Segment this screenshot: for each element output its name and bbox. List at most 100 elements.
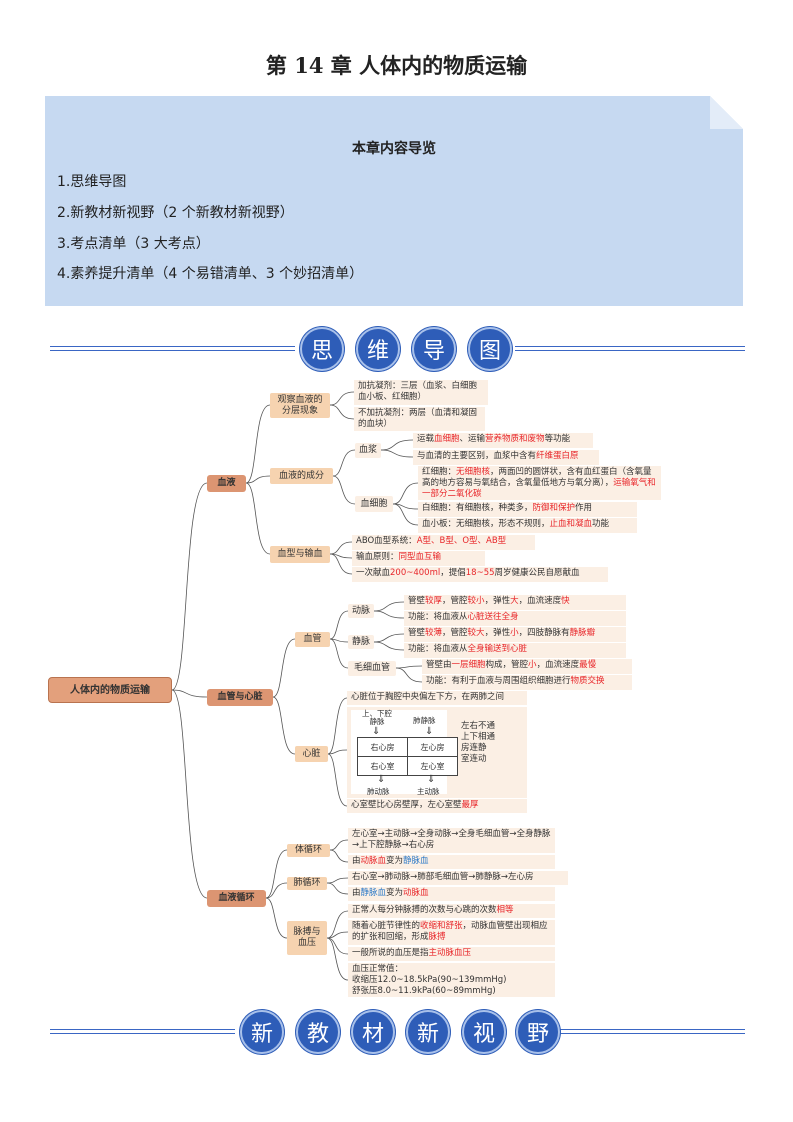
arrow-down-icon: ⇓ [377,774,386,785]
banner-line [560,1029,745,1034]
node-vein: 静脉 [348,635,374,649]
leaf: 左心室→主动脉→全身动脉→全身毛细血管→全身静脉→上下腔静脉→右心房 [348,828,555,853]
connector-line [265,882,288,899]
banner-char: 教 [296,1010,340,1054]
connector-line [326,910,349,939]
connector-line [373,610,405,619]
connector-line [392,503,419,526]
right-ventricle: 右心室 [357,756,408,776]
text-segment: 功能：将血液从 [408,644,468,654]
connector-line [329,541,353,555]
text-segment: 左心室→主动脉→全身动脉→全身毛细血管→全身静脉→上下腔静脉→右心房 [352,829,551,850]
text-segment: ABO血型系统： [356,536,417,546]
text-segment: 正常人每分钟脉搏的次数与心跳的次数 [352,905,497,915]
text-segment: 较厚 [425,596,443,606]
connector-line [171,482,208,691]
left-ventricle: 左心室 [407,756,458,776]
text-segment: 止血和凝血 [549,519,593,529]
connector-line [380,449,414,458]
leaf: 功能：将血液从心脏送往全身 [404,611,626,626]
text-segment: 一层细胞 [451,660,486,670]
leaf: 由静脉血变为动脉血 [348,887,555,901]
text-segment: 动脉血 [403,888,429,898]
arrow-down-icon: ⇓ [425,726,434,737]
text-segment: 等功能 [544,434,571,444]
banner-char: 思 [300,327,344,371]
page-title: 第 14 章 人体内的物质运输 [265,53,528,78]
connector-line [329,849,349,863]
connector-line [327,749,348,755]
label-pulmonary-vein: 肺静脉 [413,716,436,725]
right-atrium: 右心房 [357,737,408,757]
text-segment: 白细胞：有细胞核，种类多， [422,503,533,513]
leaf: 运载血细胞、运输营养物质和废物等功能 [413,433,593,448]
text-segment: 运载 [417,434,435,444]
text-segment: 一次献血 [356,568,391,578]
text-segment: 随着心脏节律性的 [352,921,421,931]
text-segment: ，血流速度 [536,660,580,670]
leaf: 不加抗凝剂：两层（血清和凝固的血块） [354,407,485,431]
text-segment: 收缩和舒张 [420,921,463,931]
node-plasma: 血浆 [355,443,381,458]
rhyme-line: 房连静 [461,743,487,753]
branch-vessel-heart: 血管与心脏 [207,689,273,706]
leaf: 加抗凝剂：三层（血浆、白细胞血小板、红细胞） [354,380,488,405]
connector-line [272,696,296,755]
text-segment: 心室壁比心房壁厚，左心室壁 [351,800,462,810]
page-fold-corner [710,96,743,129]
guide-item: 3.考点清单（3 大考点） [57,236,210,252]
node-layering: 观察血液的分层现象 [270,393,330,418]
connector-line [332,449,356,477]
text-segment: 与血清的主要区别，血浆中含有 [417,451,537,461]
node-capillary: 毛细血管 [348,661,396,676]
connector-line [392,482,419,505]
text-segment: 全身输送到心脏 [467,644,528,654]
leaf: 血小板：无细胞核，形态不规则，止血和凝血功能 [418,518,637,533]
text-segment: 构成，管腔 [485,660,529,670]
banner-char: 新 [240,1010,284,1054]
arrow-down-icon: ⇓ [372,726,381,737]
text-segment: 管壁 [408,628,426,638]
rhyme-line: 左右不通 [461,721,496,731]
connector-line [373,601,405,612]
mindmap-root: 人体内的物质运输 [48,677,172,703]
node-pulse-bp: 脉搏与血压 [287,921,327,955]
text-segment: 脉搏 [428,932,446,942]
text-segment: 血压正常值： 收缩压12.0~18.5kPa(90~139mmHg) 舒张压8.… [352,964,507,996]
leaf: 管壁由一层细胞构成，管腔小，血流速度最慢 [422,659,632,674]
text-segment: 200~400ml [390,568,441,578]
text-segment: ，弹性 [484,628,511,638]
text-segment: 血细胞 [434,434,460,444]
text-segment: 无细胞核 [456,467,491,477]
text-segment: 物质交换 [570,676,605,686]
connector-line [265,849,288,899]
text-segment: 较薄 [425,628,443,638]
leaf: 血压正常值： 收缩压12.0~18.5kPa(90~139mmHg) 舒张压8.… [348,963,555,997]
connector-line [373,641,405,651]
banner-line [515,346,745,351]
leaf: 管壁较薄，管腔较大，弹性小，四肢静脉有静脉瓣 [404,627,626,642]
banner-line [50,1029,235,1034]
rhyme-line: 室连动 [461,754,487,764]
connector-line [171,689,208,698]
text-segment: 大 [510,596,519,606]
text-segment: 红细胞： [422,467,457,477]
text-segment: A型、B型、O型、AB型 [416,536,507,546]
label-vena-cava: 上、下腔静脉 [362,709,392,726]
connector-line [329,404,355,420]
text-segment: 快 [561,596,570,606]
leaf: 一次献血200~400ml，提倡18~55周岁健康公民自愿献血 [352,567,608,582]
text-segment: ，血流速度 [518,596,562,606]
connector-line [395,665,423,669]
text-segment: 由 [352,856,361,866]
text-segment: 变为 [386,856,404,866]
leaf: 白细胞：有细胞核，种类多，防御和保护作用 [418,502,637,517]
banner-char: 维 [356,327,400,371]
connector-line [171,689,208,899]
text-segment: 最慢 [579,660,597,670]
connector-line [329,610,349,640]
rhyme-line: 上下相通 [461,732,496,742]
text-segment: 较小 [467,596,485,606]
text-segment: ，动脉血管壁出现相应的扩张和回缩，形成 [352,921,548,942]
text-segment: 营养物质和废物 [485,434,545,444]
